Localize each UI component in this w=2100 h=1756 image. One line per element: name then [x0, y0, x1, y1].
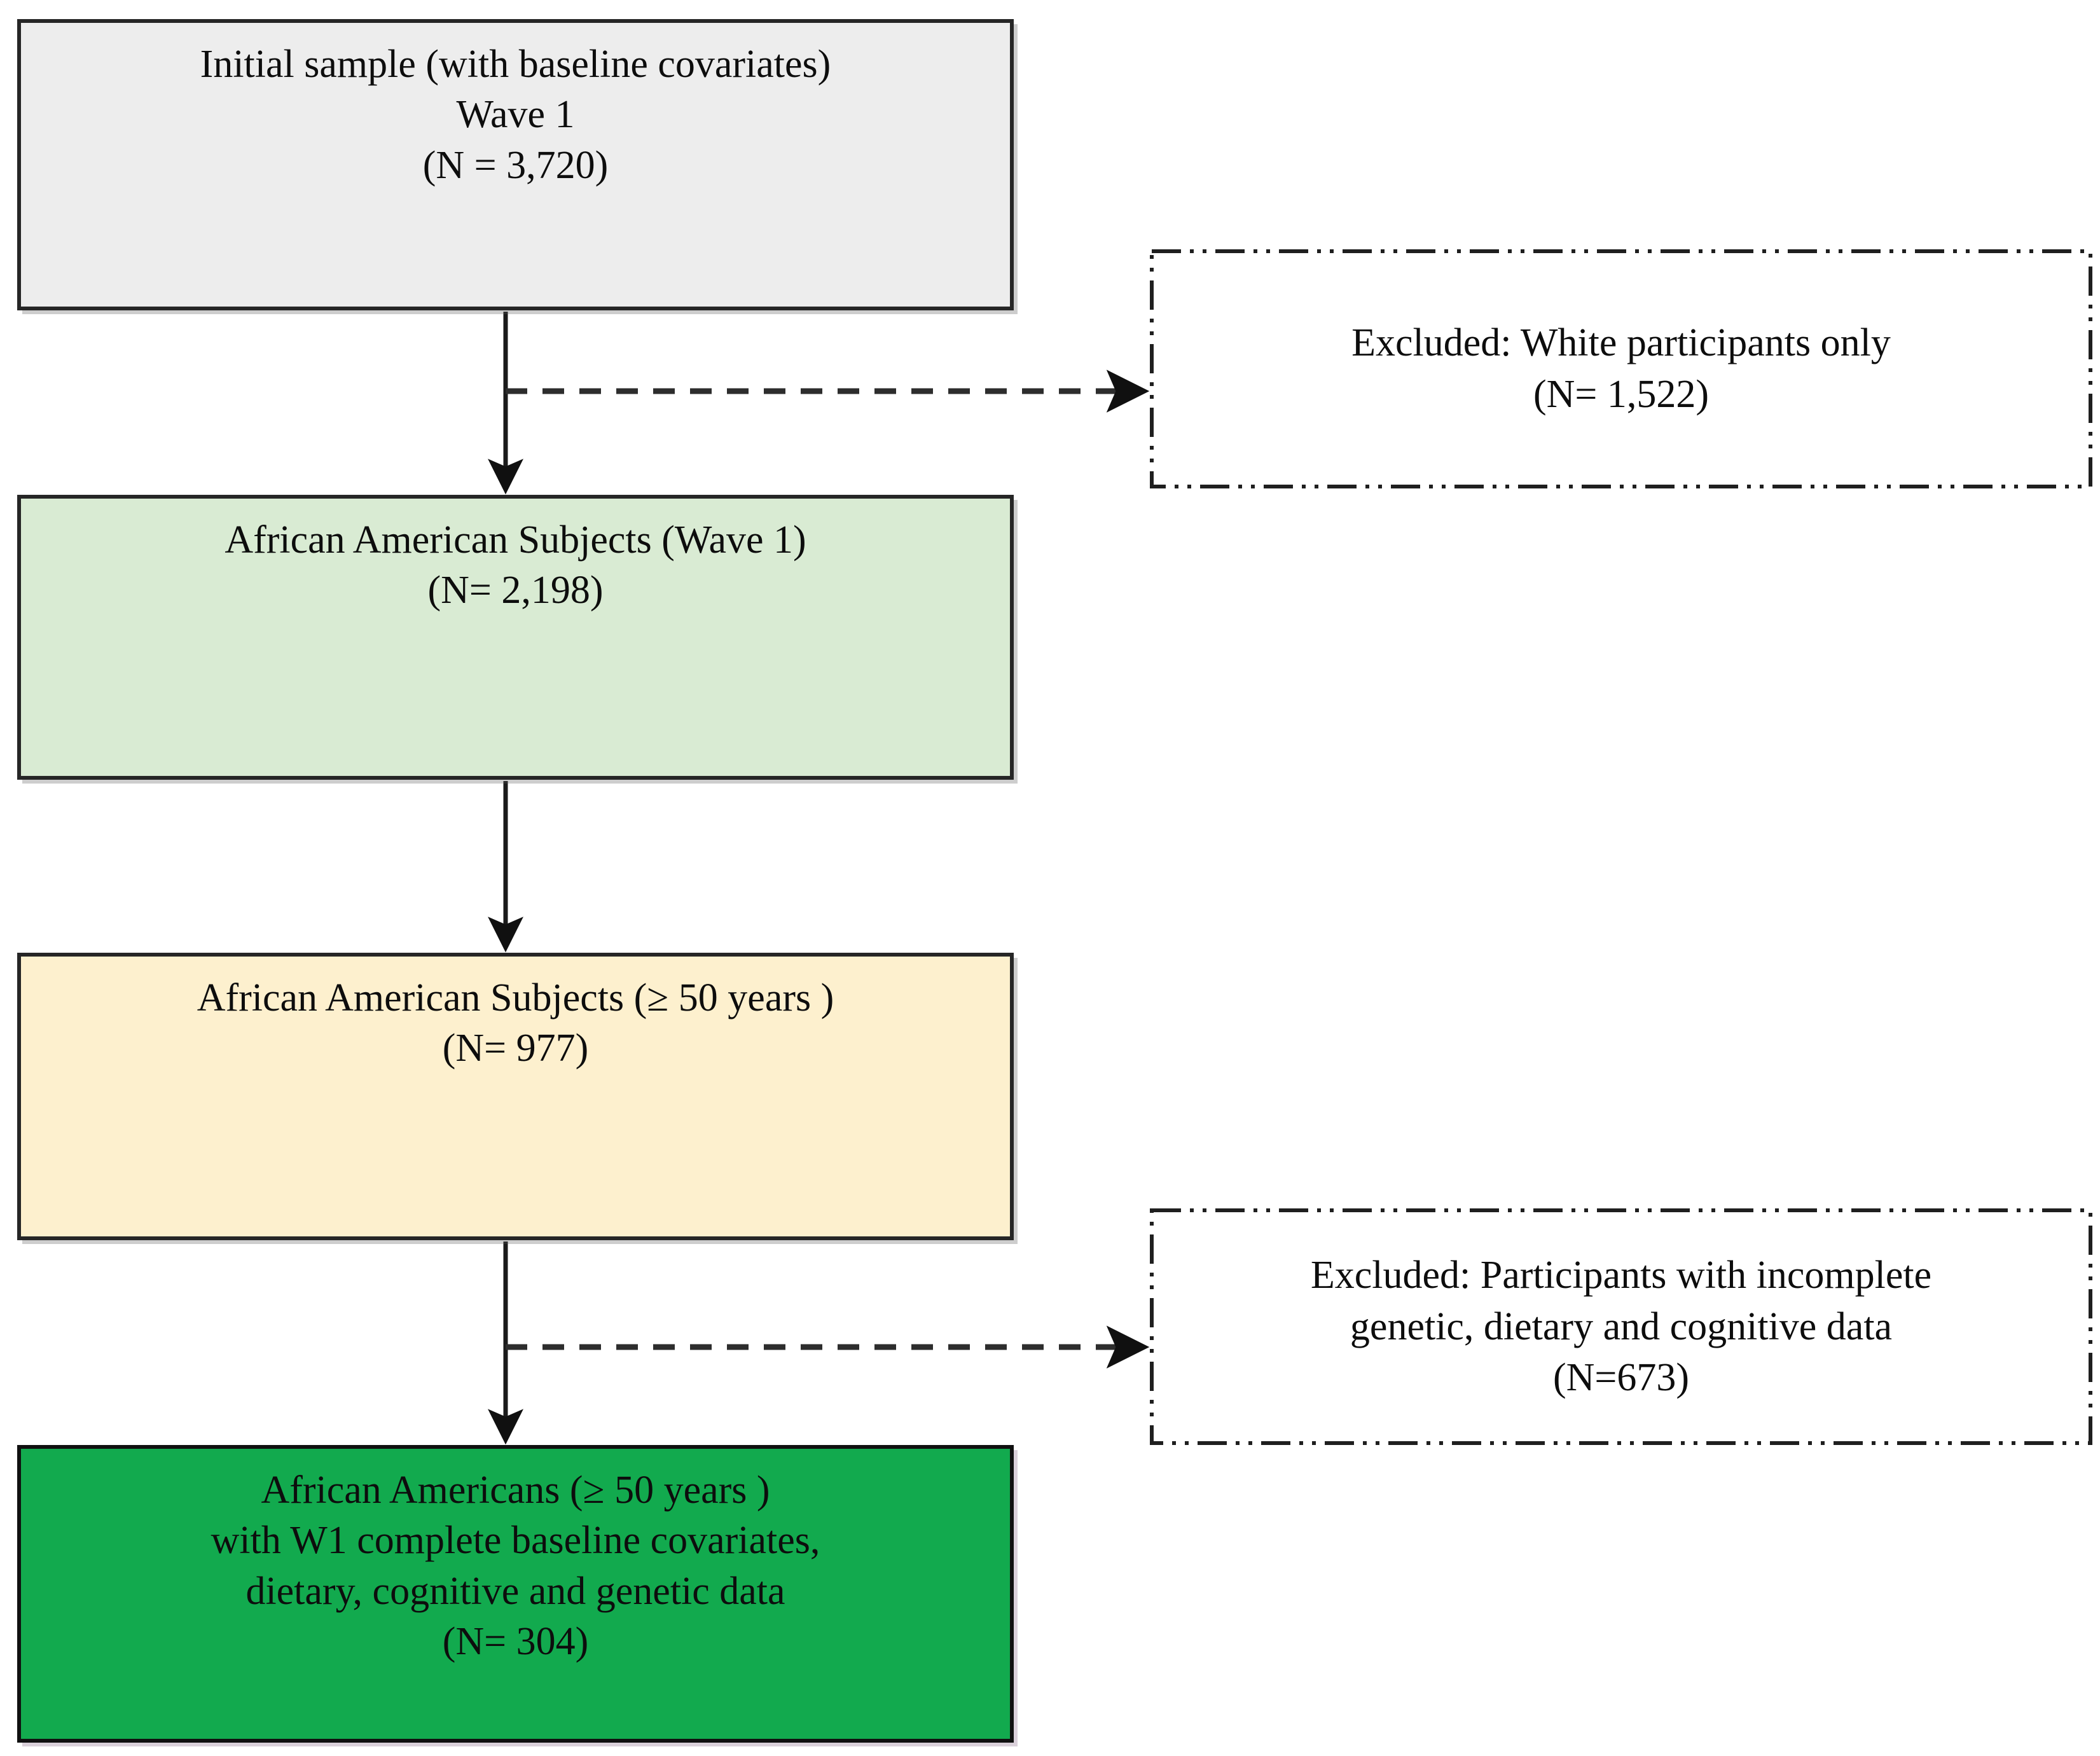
node-final-analytic-sample-line-1: African Americans (≥ 50 years ) [261, 1469, 770, 1512]
node-african-american-wave1-line-2: (N= 2,198) [427, 569, 604, 612]
node-initial-sample-line-2: Wave 1 [456, 93, 575, 137]
excluded-incomplete-data-line-1: Excluded: Participants with incomplete [1310, 1254, 1932, 1297]
node-final-analytic-sample: African Americans (≥ 50 years ) with W1 … [17, 1445, 1014, 1743]
node-final-analytic-sample-line-3: dietary, cognitive and genetic data [245, 1569, 785, 1613]
excluded-white-participants-line-1: Excluded: White participants only [1351, 321, 1891, 365]
node-initial-sample-line-1: Initial sample (with baseline covariates… [200, 43, 831, 86]
node-african-american-50plus-line-2: (N= 977) [442, 1027, 589, 1070]
excluded-incomplete-data-line-2: genetic, dietary and cognitive data [1350, 1304, 1893, 1348]
excluded-white-participants-line-2: (N= 1,522) [1533, 373, 1710, 416]
excluded-white-participants-box: Excluded: White participants only (N= 1,… [1150, 249, 2092, 488]
node-african-american-wave1: African American Subjects (Wave 1) (N= 2… [17, 495, 1014, 780]
node-african-american-50plus-line-1: African American Subjects (≥ 50 years ) [197, 976, 834, 1020]
excluded-incomplete-data-line-3: (N=673) [1552, 1356, 1690, 1400]
excluded-incomplete-data-box: Excluded: Participants with incomplete g… [1150, 1208, 2092, 1445]
node-african-american-50plus: African American Subjects (≥ 50 years ) … [17, 953, 1014, 1240]
node-initial-sample-line-3: (N = 3,720) [422, 143, 609, 187]
node-initial-sample: Initial sample (with baseline covariates… [17, 19, 1014, 310]
node-african-american-wave1-line-1: African American Subjects (Wave 1) [225, 518, 806, 562]
node-final-analytic-sample-line-2: with W1 complete baseline covariates, [211, 1519, 820, 1563]
node-final-analytic-sample-line-4: (N= 304) [442, 1620, 589, 1664]
